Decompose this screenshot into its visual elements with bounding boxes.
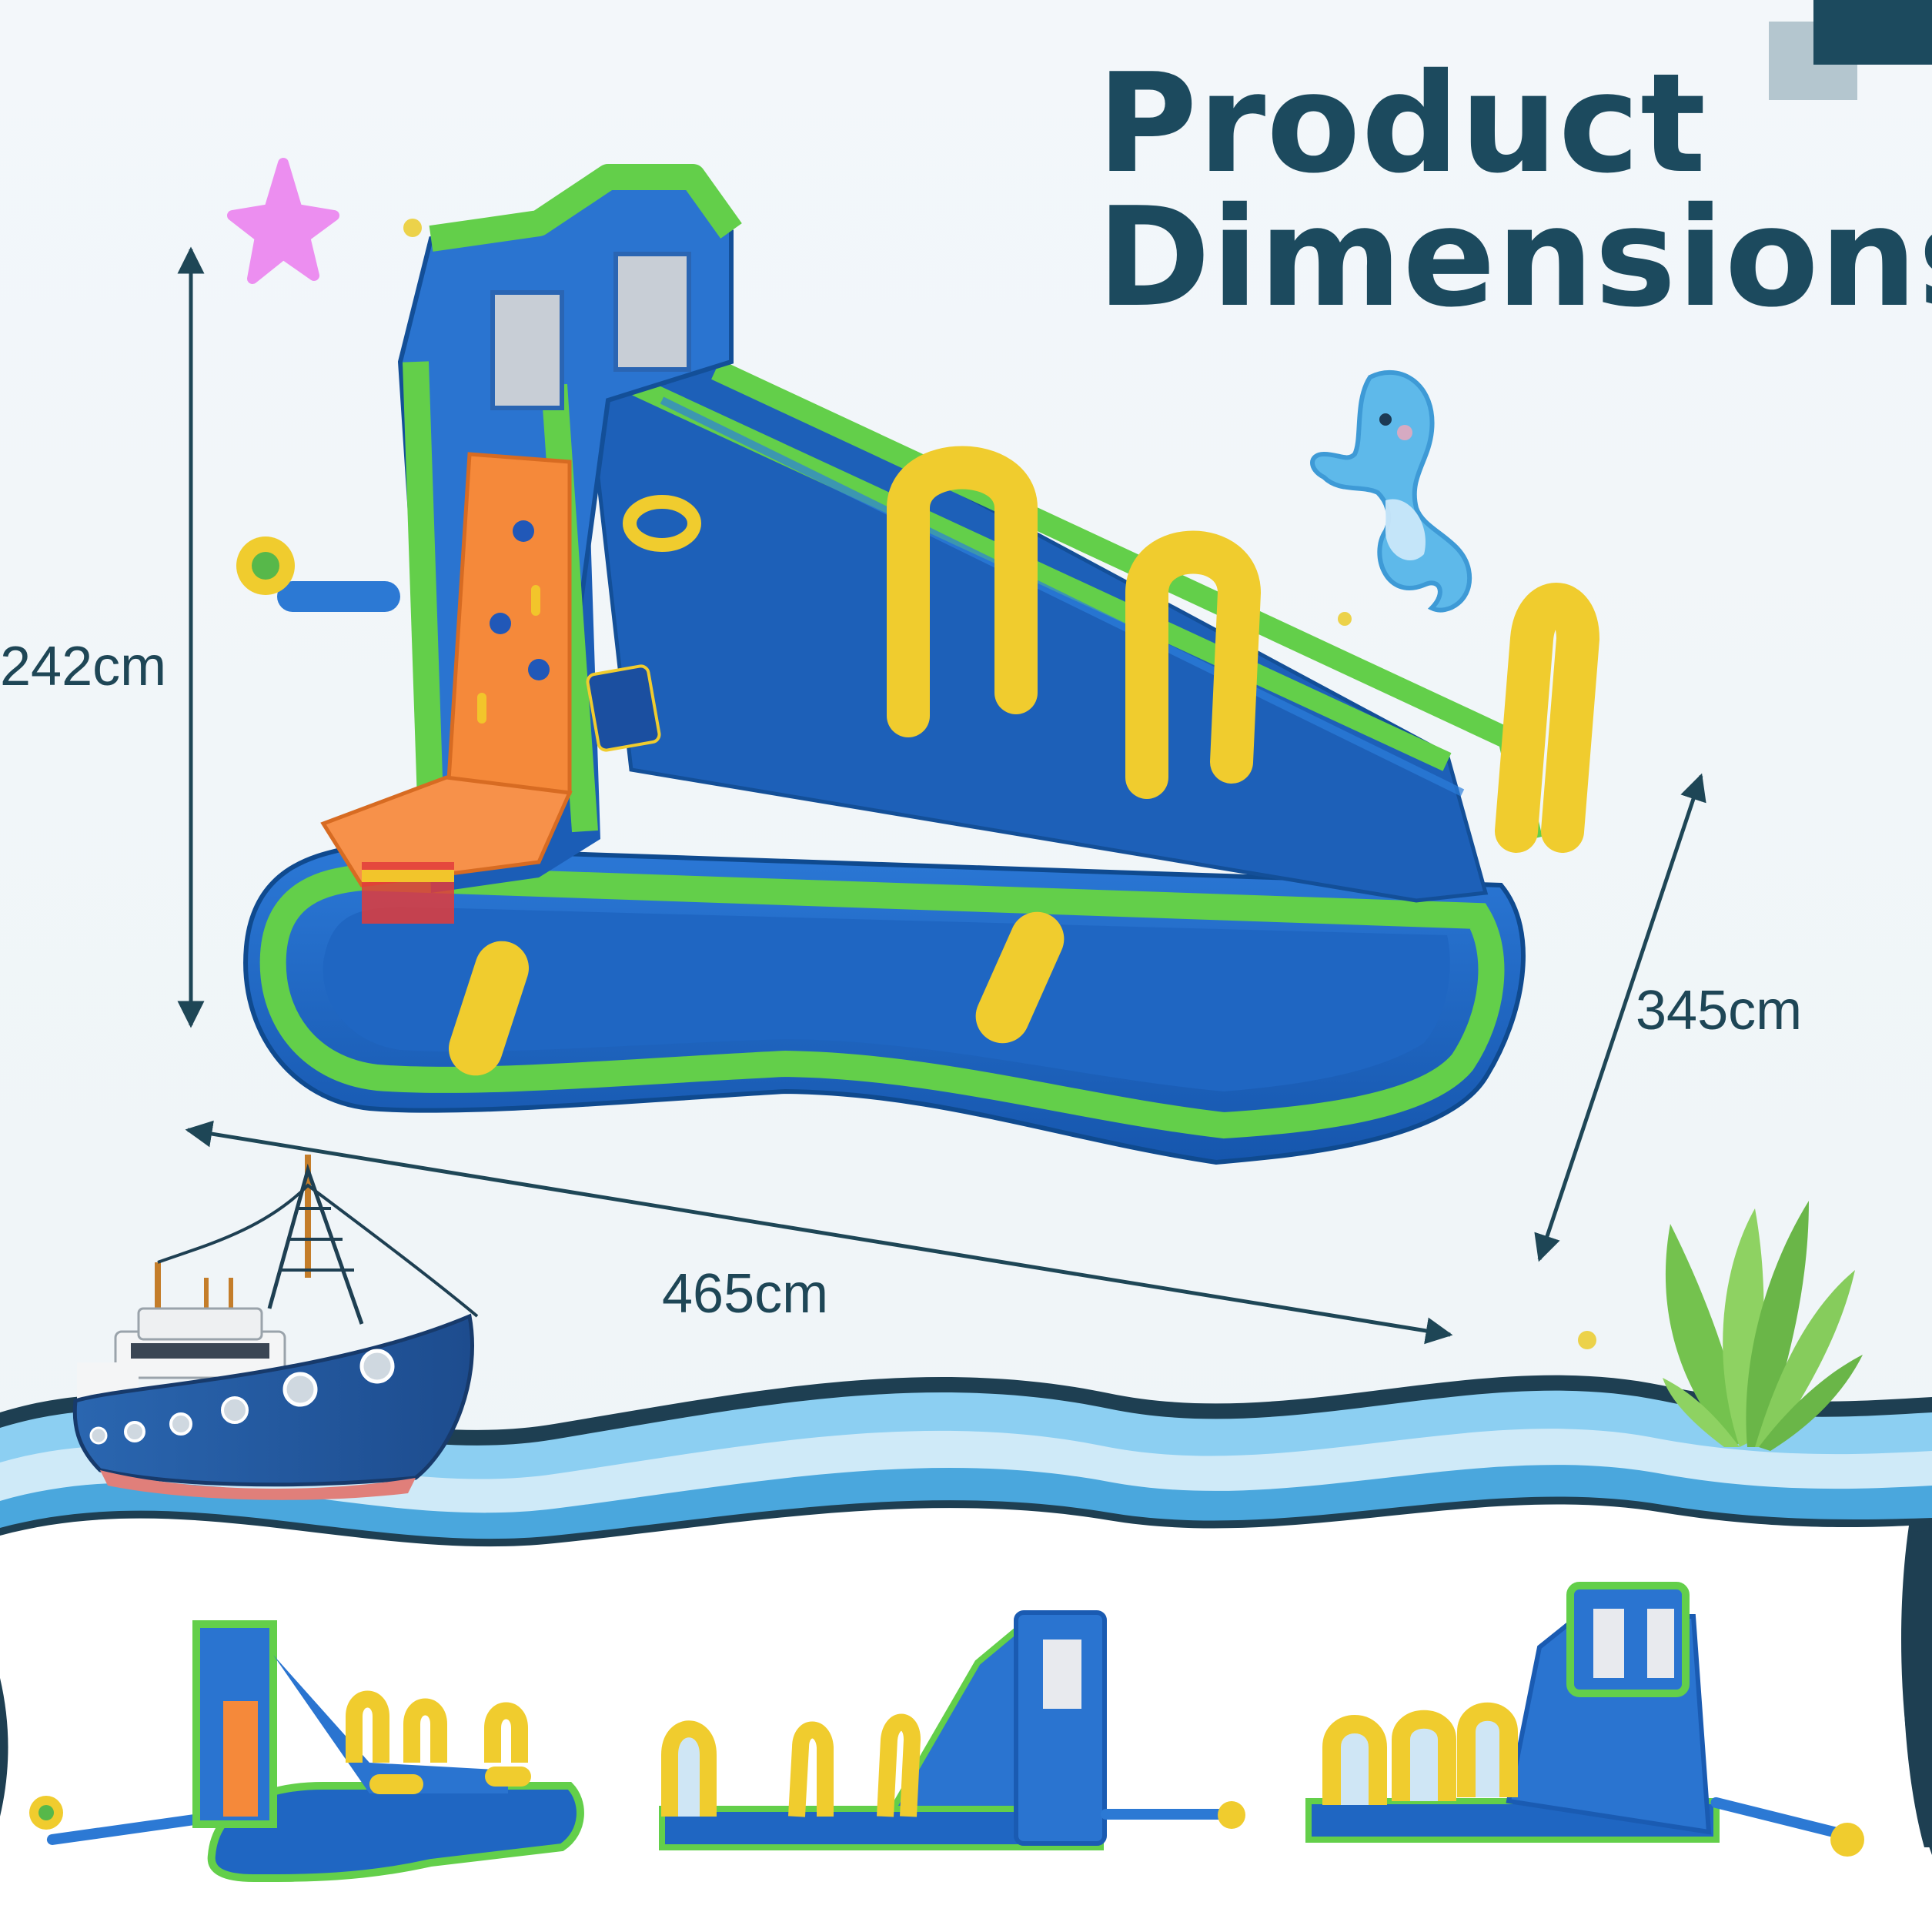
page-title-line-1: Product (1097, 44, 1707, 203)
sparkle-dot (1578, 1331, 1596, 1349)
page-title-line-2: Dimensions (1097, 178, 1932, 337)
sparkle-dot (403, 219, 422, 237)
rear-view (1305, 1582, 1864, 1857)
water-slide-main-image (236, 164, 1600, 1165)
depth-arrow (1534, 773, 1706, 1262)
width-dimension-label: 465cm (662, 1263, 829, 1325)
sparkle-dot (1338, 612, 1352, 626)
ship-icon (72, 1155, 479, 1500)
front-view (29, 1620, 584, 1883)
height-dimension-label: 242cm (0, 636, 167, 697)
corner-accent (1769, 0, 1932, 100)
seahorse-icon (1310, 369, 1472, 613)
side-view (659, 1610, 1245, 1850)
depth-dimension-label: 345cm (1636, 980, 1803, 1041)
starfish-icon (227, 158, 339, 284)
seaweed-icon (1663, 1201, 1863, 1451)
width-arrow (185, 1120, 1453, 1345)
